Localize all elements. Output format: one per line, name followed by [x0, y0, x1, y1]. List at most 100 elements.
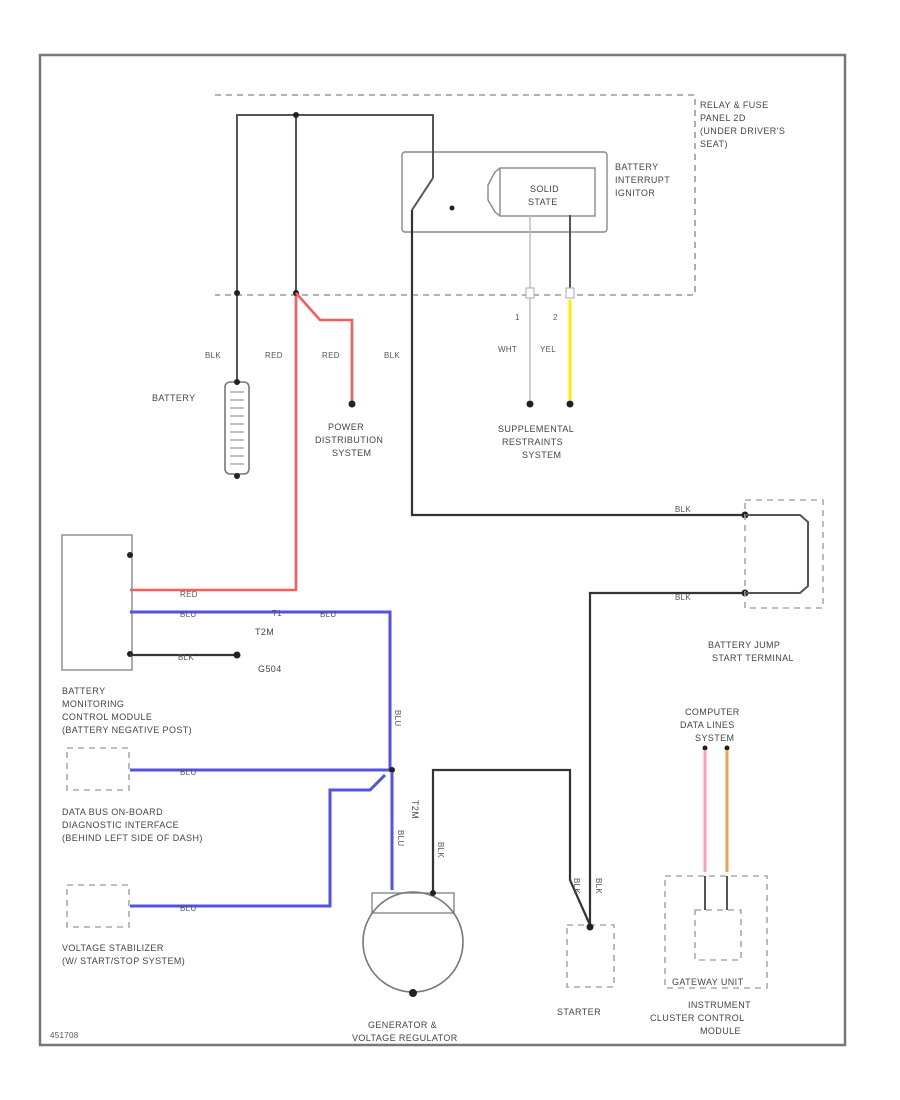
blk-label-starter-2: BLK	[594, 878, 603, 894]
pin-2-label: 2	[553, 313, 558, 322]
data-bus-box	[66, 747, 130, 791]
starter-box	[566, 924, 615, 988]
blu-label-data-bus: BLU	[180, 768, 196, 777]
blue-splice	[389, 767, 395, 773]
generator-top-box	[371, 892, 455, 914]
blk-label-gen: BLK	[436, 842, 445, 858]
bmcm-pin-1	[127, 552, 133, 558]
jump-terminal-link	[745, 514, 809, 594]
voltage-stabilizer-box	[66, 884, 130, 928]
computer-data-label-3: SYSTEM	[695, 733, 734, 743]
top-blk-loop	[236, 114, 434, 295]
src-label-2: RESTRAINTS	[502, 437, 563, 447]
footer-code: 451708	[50, 1031, 79, 1040]
wht-wire-label: WHT	[498, 345, 517, 354]
starter-label: STARTER	[557, 1007, 601, 1017]
power-dist-terminal	[348, 400, 356, 408]
relay-panel-label-3: (UNDER DRIVER'S	[700, 126, 785, 136]
ignitor-cap-shape	[487, 167, 501, 217]
blk-wire-starter-feed	[588, 591, 745, 925]
red-label-1: RED	[265, 351, 283, 360]
data-bus-label-1: DATA BUS ON-BOARD	[62, 807, 163, 817]
conn-t1-label: T1	[272, 609, 282, 618]
blue-wire-stabilizer	[130, 773, 387, 908]
t2m-label: T2M	[255, 627, 274, 637]
computer-data-label-1: COMPUTER	[685, 707, 740, 717]
relay-panel-label-4: SEAT)	[700, 139, 728, 149]
solid-state-label-1: SOLID	[530, 184, 559, 194]
blue-wire-bmcm	[130, 610, 392, 770]
bmcm-label-3: CONTROL MODULE	[62, 712, 152, 722]
bmcm-module-box	[61, 534, 133, 671]
ground-dot	[233, 651, 241, 659]
cluster-label-3: MODULE	[700, 1026, 741, 1036]
bmcm-label-1: BATTERY	[62, 686, 105, 696]
generator-ground-dot	[409, 989, 417, 997]
generator-label-2: VOLTAGE REGULATOR	[352, 1033, 458, 1043]
computer-data-label-2: DATA LINES	[680, 720, 735, 730]
src-label-1: SUPPLEMENTAL	[498, 424, 574, 434]
battery-interrupt-label-1: BATTERY	[615, 162, 658, 172]
splice-top	[293, 112, 299, 118]
splice-battery	[234, 290, 240, 296]
jump-label-2: START TERMINAL	[712, 653, 794, 663]
red-wire-power-dist	[295, 292, 354, 402]
power-dist-label-3: SYSTEM	[332, 448, 371, 458]
blk-wire-gen-starter	[431, 768, 592, 926]
cluster-label-2: CLUSTER CONTROL	[650, 1013, 745, 1023]
blk-label-ground: BLK	[178, 653, 194, 662]
generator-symbol	[362, 891, 464, 993]
data-line-dot-2	[724, 745, 730, 751]
switch-contact	[449, 205, 455, 211]
blk-label-battery: BLK	[205, 351, 221, 360]
blk-label-starter-1: BLK	[572, 878, 581, 894]
stabilizer-label-2: (W/ START/STOP SYSTEM)	[62, 956, 185, 966]
bmcm-label-2: MONITORING	[62, 699, 124, 709]
stabilizer-label-1: VOLTAGE STABILIZER	[62, 943, 164, 953]
battery-interrupt-label-2: INTERRUPT	[615, 175, 670, 185]
solid-state-label-2: STATE	[528, 197, 558, 207]
blu-label-bmcm: BLU	[180, 610, 196, 619]
starter-terminal	[586, 923, 594, 931]
data-bus-label-2: DIAGNOSTIC INTERFACE	[62, 820, 179, 830]
blk-label-jump-2: BLK	[675, 593, 691, 602]
red-wire-bmcm	[130, 296, 298, 592]
t2m-vert-label: T2M	[410, 800, 420, 819]
instrument-cluster-box	[664, 875, 768, 989]
battery-interrupt-ignitor-box	[401, 151, 608, 233]
jump-label-1: BATTERY JUMP	[708, 640, 780, 650]
power-dist-label-2: DISTRIBUTION	[315, 435, 383, 445]
data-bus-label-3: (BEHIND LEFT SIDE OF DASH)	[62, 833, 203, 843]
data-line-dot-1	[702, 745, 708, 751]
battery-pos-dot	[234, 379, 240, 385]
src-label-3: SYSTEM	[522, 450, 561, 460]
battery-neg-dot	[234, 473, 240, 479]
red-label-2: RED	[322, 351, 340, 360]
blu-label-gen: BLU	[396, 830, 405, 846]
ground-label: G504	[258, 664, 282, 674]
blk-label-jump-1: BLK	[675, 505, 691, 514]
red-label-bmcm: RED	[180, 590, 198, 599]
blk-label-switch: BLK	[384, 351, 400, 360]
blu-label-stabilizer: BLU	[180, 904, 196, 913]
blu-label-bmcm-2: BLU	[320, 610, 336, 619]
pin-1-label: 1	[515, 313, 520, 322]
src-terminal-1	[526, 400, 534, 408]
yel-wire-label: YEL	[540, 345, 556, 354]
solid-state-box	[499, 167, 596, 217]
connector-pin-1	[525, 287, 535, 299]
generator-b-plus	[430, 890, 436, 896]
gateway-label: GATEWAY UNIT	[672, 977, 744, 987]
battery-interrupt-label-3: IGNITOR	[615, 188, 655, 198]
battery-jump-start-terminal-box	[744, 499, 824, 609]
switch-blade	[411, 177, 434, 211]
power-dist-label-1: POWER	[328, 422, 364, 432]
battery-cells	[230, 391, 244, 465]
relay-panel-label-2: PANEL 2D	[700, 113, 746, 123]
diagram-frame	[38, 53, 847, 1047]
relay-panel-label-1: RELAY & FUSE	[700, 100, 769, 110]
battery-symbol	[224, 381, 250, 475]
generator-label-1: GENERATOR &	[368, 1020, 437, 1030]
bmcm-label-4: (BATTERY NEGATIVE POST)	[62, 725, 192, 735]
